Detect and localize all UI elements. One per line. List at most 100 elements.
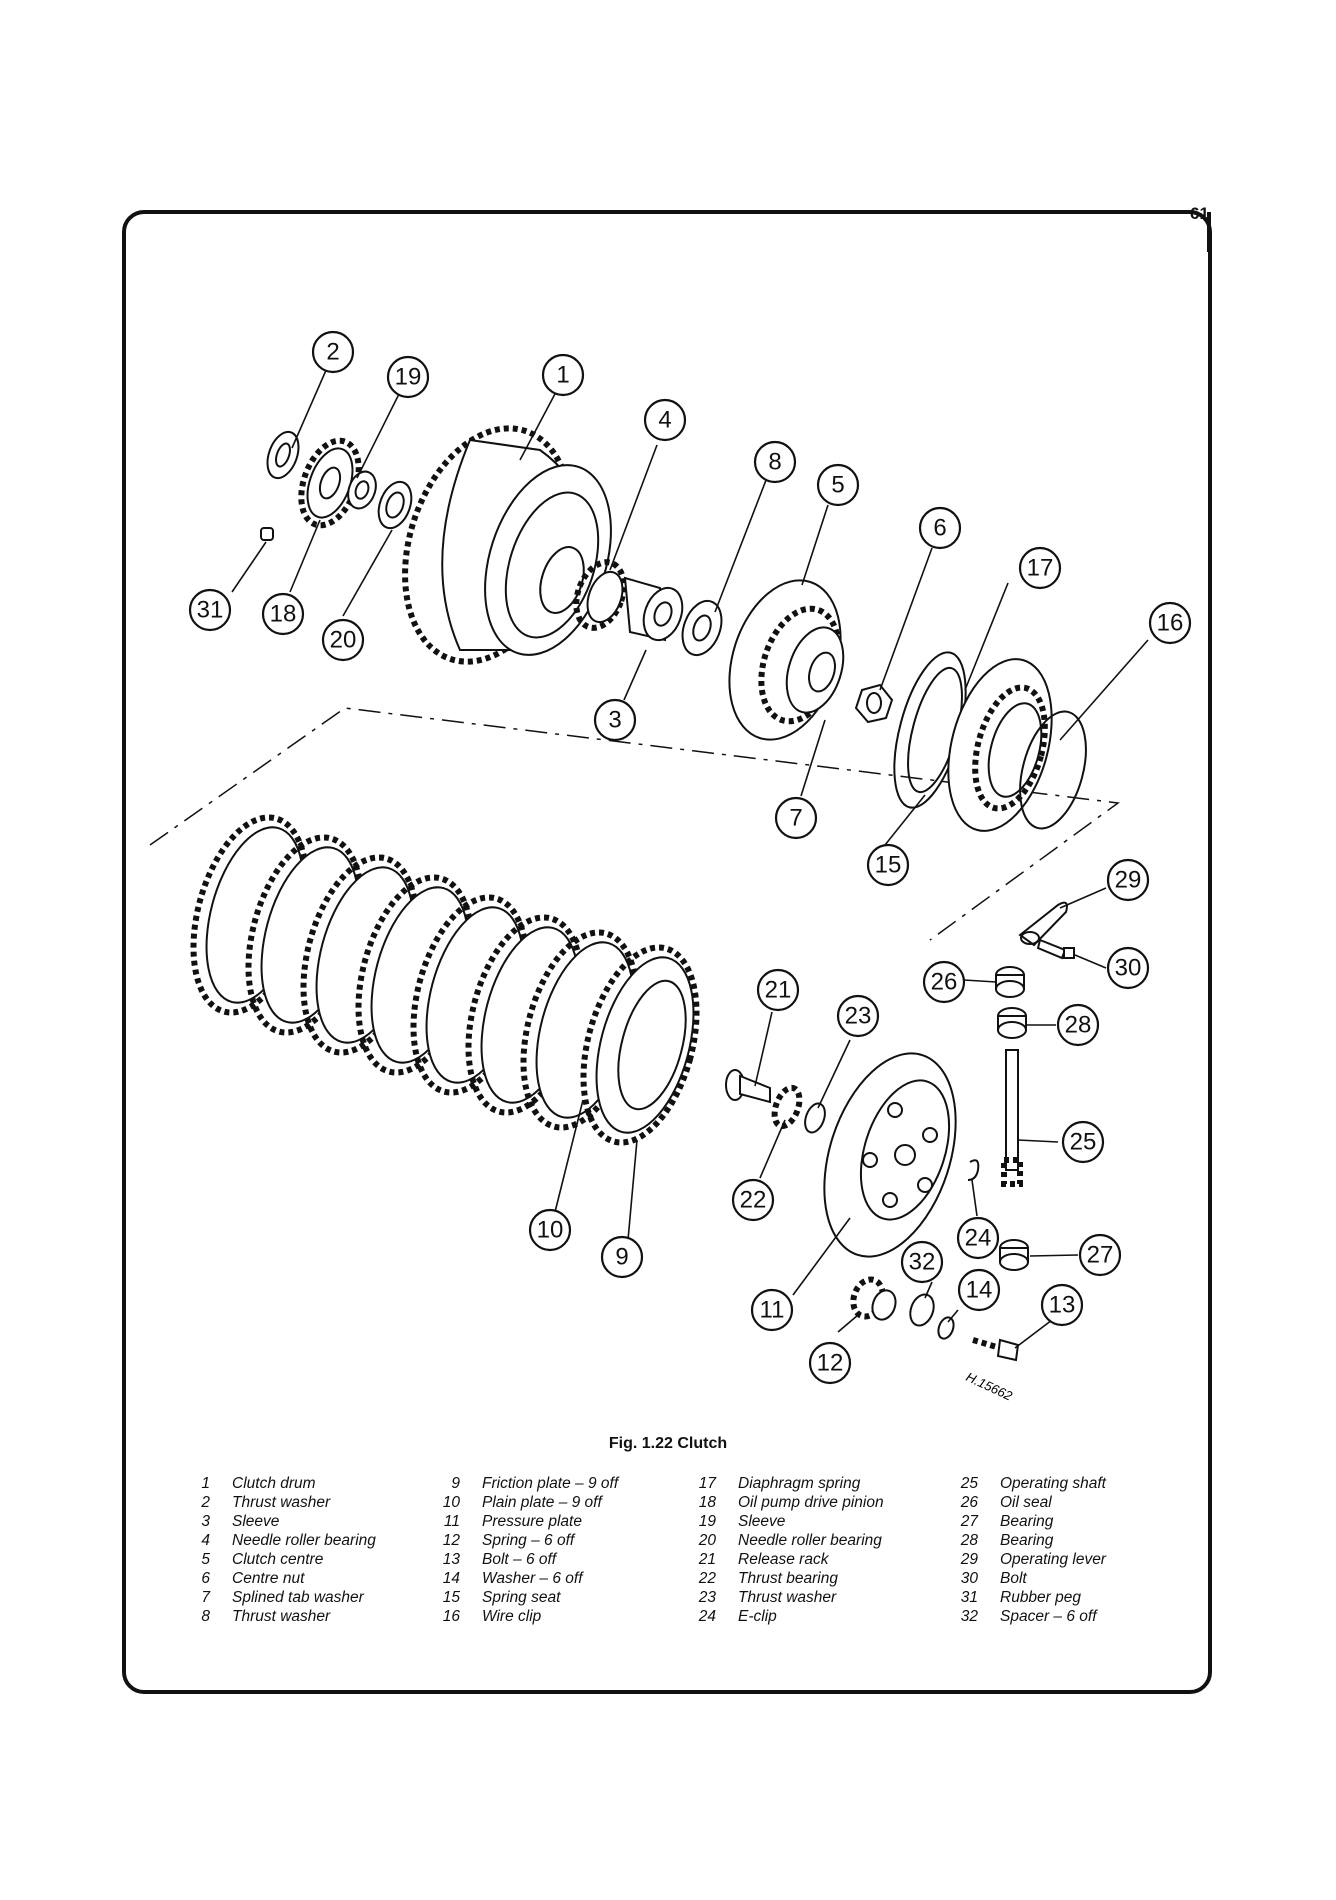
part-operating-lever xyxy=(1018,901,1068,947)
part-bolt-13 xyxy=(972,1337,1020,1362)
part-clutch-centre xyxy=(728,579,845,741)
callout-21: 21 xyxy=(756,968,800,1012)
part-centre-nut xyxy=(854,683,894,724)
svg-text:15: 15 xyxy=(875,852,902,879)
svg-text:25: 25 xyxy=(1070,1129,1097,1156)
part-spacer xyxy=(909,1293,935,1327)
part-thrust-washer-2 xyxy=(266,430,300,480)
part-needle-bearing-4 xyxy=(573,559,627,631)
callout-17: 17 xyxy=(1018,546,1062,590)
callout-19: 19 xyxy=(386,355,430,399)
part-bolt-30 xyxy=(1036,938,1075,960)
svg-text:18: 18 xyxy=(270,601,297,628)
part-needle-bearing-20 xyxy=(377,480,413,530)
part-diaphragm-spring xyxy=(947,658,1053,832)
svg-text:4: 4 xyxy=(658,407,671,434)
svg-text:28: 28 xyxy=(1065,1012,1092,1039)
part-clutch-drum xyxy=(402,425,612,665)
callout-26: 26 xyxy=(922,960,966,1004)
part-e-clip xyxy=(967,1159,980,1181)
part-bearing-27 xyxy=(999,1239,1029,1271)
svg-text:20: 20 xyxy=(330,627,357,654)
drawing-reference: H.15662 xyxy=(964,1369,1016,1404)
svg-text:7: 7 xyxy=(789,805,802,832)
callout-3: 3 xyxy=(593,698,637,742)
callout-1: 1 xyxy=(541,353,585,397)
part-washer-14 xyxy=(937,1316,955,1340)
frame-tab xyxy=(1207,212,1211,252)
callout-27: 27 xyxy=(1078,1233,1122,1277)
part-pressure-plate xyxy=(823,1052,957,1258)
part-oil-seal xyxy=(995,966,1025,998)
svg-text:9: 9 xyxy=(615,1244,628,1271)
svg-text:23: 23 xyxy=(845,1003,872,1030)
part-rubber-peg xyxy=(260,527,274,541)
callout-13: 13 xyxy=(1040,1283,1084,1327)
part-sleeve-19 xyxy=(347,470,377,510)
svg-text:12: 12 xyxy=(817,1350,844,1377)
part-thrust-washer-23 xyxy=(804,1102,826,1134)
svg-text:17: 17 xyxy=(1027,555,1054,582)
svg-text:32: 32 xyxy=(909,1249,936,1276)
callout-2: 2 xyxy=(311,330,355,374)
svg-text:3: 3 xyxy=(608,707,621,734)
figure-caption: Fig. 1.22 Clutch xyxy=(608,1435,728,1452)
part-spring xyxy=(850,1276,897,1321)
svg-text:2: 2 xyxy=(326,339,339,366)
callout-32: 32 xyxy=(900,1240,944,1284)
callout-4: 4 xyxy=(643,398,687,442)
svg-text:1: 1 xyxy=(556,362,569,389)
svg-text:22: 22 xyxy=(740,1187,767,1214)
callout-11: 11 xyxy=(750,1288,794,1332)
callout-30: 30 xyxy=(1106,946,1150,990)
callout-14: 14 xyxy=(957,1268,1001,1312)
callout-12: 12 xyxy=(808,1341,852,1385)
part-bearing-28 xyxy=(997,1007,1027,1039)
leader-lines xyxy=(231,367,1149,1349)
callout-8: 8 xyxy=(753,440,797,484)
callout-6: 6 xyxy=(918,506,962,550)
callout-29: 29 xyxy=(1106,858,1150,902)
svg-text:31: 31 xyxy=(197,597,224,624)
svg-text:13: 13 xyxy=(1049,1292,1076,1319)
part-wire-clip xyxy=(1019,710,1087,830)
part-thrust-bearing xyxy=(771,1084,803,1130)
callout-16: 16 xyxy=(1148,601,1192,645)
svg-text:21: 21 xyxy=(765,977,792,1004)
callout-23: 23 xyxy=(836,994,880,1038)
page-frame xyxy=(122,210,1212,1694)
part-clutch-plate-stack xyxy=(190,814,700,1146)
callout-10: 10 xyxy=(528,1208,572,1252)
svg-text:16: 16 xyxy=(1157,610,1184,637)
callout-28: 28 xyxy=(1056,1003,1100,1047)
callout-24: 24 xyxy=(956,1216,1000,1260)
callout-20: 20 xyxy=(321,618,365,662)
